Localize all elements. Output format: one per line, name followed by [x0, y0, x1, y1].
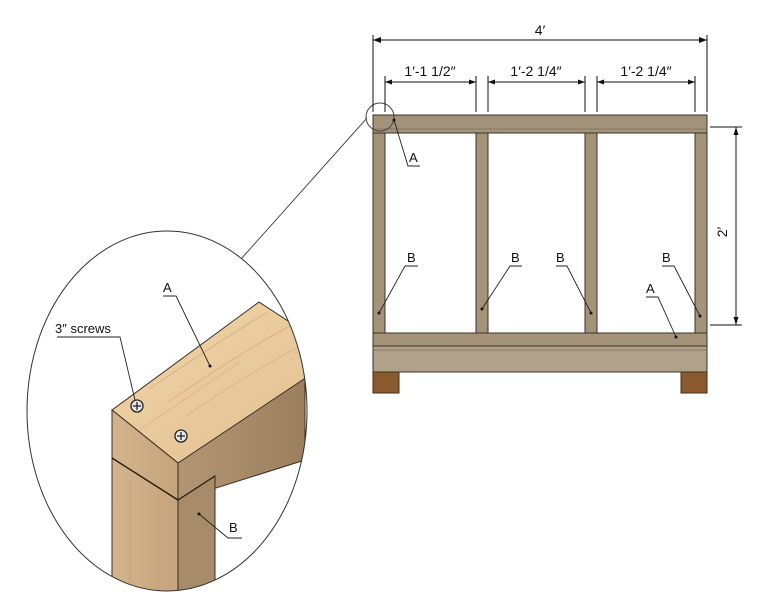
height-label: 2′	[714, 226, 730, 237]
label-stud-1: B	[407, 250, 416, 265]
dimensions: 4′ 1′-1 1/2″ 1′-2 1/4″ 1′-2 1/4″ 2′	[372, 22, 742, 326]
detail-label-post: B	[229, 520, 238, 535]
detail-label-screws: 3″ screws	[55, 321, 111, 336]
detail-connector-lower	[232, 125, 368, 268]
top-rail	[372, 114, 708, 134]
label-stud-3: B	[556, 250, 565, 265]
detail-callout-circle	[365, 102, 395, 132]
bottom-rail	[372, 332, 708, 347]
screw-1	[130, 399, 144, 413]
frame-elevation	[365, 102, 708, 394]
right-foot	[680, 371, 708, 394]
detail-view: A B 3″ screws	[26, 230, 308, 592]
detail-connector-upper	[232, 117, 368, 269]
bay-2-label: 1′-2 1/4″	[510, 63, 561, 79]
overall-width-label: 4′	[535, 22, 546, 38]
detail-boundary	[26, 230, 308, 592]
detail-label-top: A	[163, 280, 172, 295]
stud-middle-2	[584, 132, 598, 334]
stud-right	[694, 132, 708, 334]
bay-1-label: 1′-1 1/2″	[404, 63, 455, 79]
screw-2	[174, 429, 188, 443]
label-stud-2: B	[511, 250, 520, 265]
stud-left	[372, 132, 386, 334]
label-bottom-rail: A	[646, 281, 655, 296]
label-stud-4: B	[662, 250, 671, 265]
bay-3-label: 1′-2 1/4″	[620, 63, 671, 79]
frame-part-labels: A B B B B A	[377, 118, 702, 339]
left-foot	[372, 371, 400, 394]
label-top-rail: A	[409, 150, 418, 165]
